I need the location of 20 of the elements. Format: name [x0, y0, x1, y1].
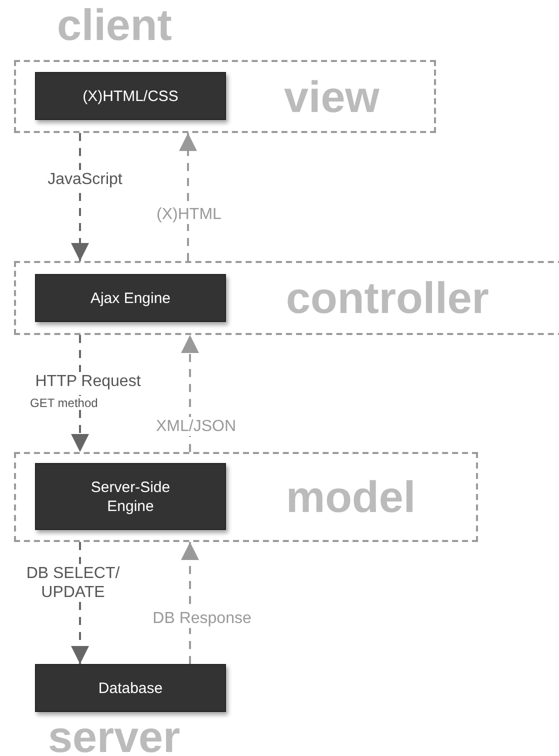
- arrow: [181, 335, 199, 452]
- tier-heading: client: [57, 4, 172, 48]
- edge-label: JavaScript: [46, 170, 124, 189]
- tier-title: view: [284, 76, 380, 120]
- component-box: Database: [35, 664, 226, 712]
- component-box: Ajax Engine: [35, 274, 226, 322]
- dashed-tier-region: [14, 261, 559, 335]
- tier-title: controller: [286, 277, 489, 321]
- tier-heading: server: [48, 716, 180, 756]
- dashed-tier-region: [14, 60, 436, 133]
- tier-title: model: [286, 476, 416, 520]
- component-box: (X)HTML/CSS: [35, 72, 226, 120]
- arrow: [179, 133, 197, 261]
- component-box: Server-Side Engine: [35, 463, 226, 530]
- edge-label: DB Response: [150, 609, 254, 628]
- edge-label: (X)HTML: [154, 205, 224, 224]
- arrow: [71, 133, 89, 261]
- edge-label: XML/JSON: [154, 417, 238, 436]
- dashed-tier-region: [14, 452, 478, 542]
- edge-sublabel: GET method: [30, 396, 98, 410]
